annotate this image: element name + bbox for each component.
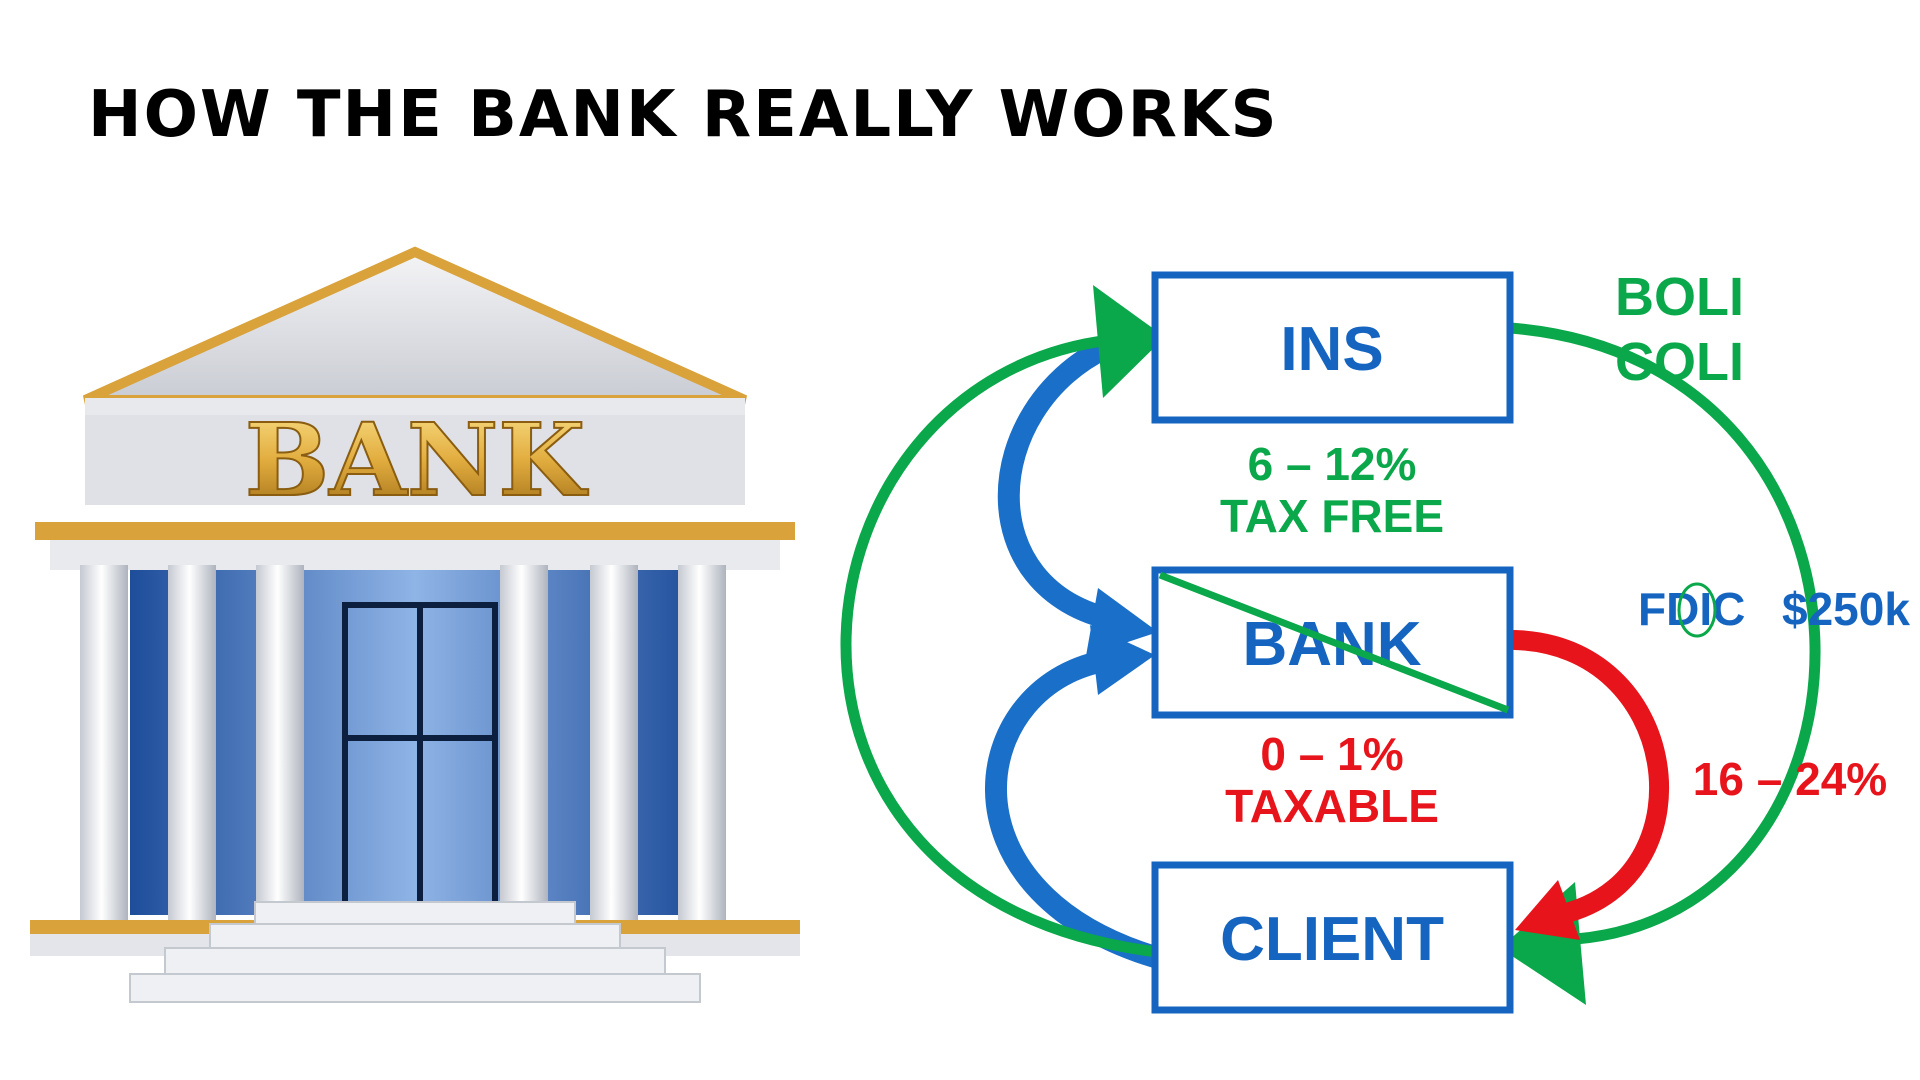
loan-rate-label: 16 – 24%: [1693, 753, 1887, 805]
attic-band: [85, 415, 745, 505]
node-bank: BANK: [1151, 566, 1514, 719]
bank-strike-line: [1158, 571, 1510, 714]
fdic-label: FDIC: [1638, 583, 1745, 635]
node-ins: INS: [1151, 271, 1514, 424]
page-title: HOW THE BANK REALLY WORKS: [88, 78, 1279, 152]
bank-to-client-arrow: [1505, 630, 1669, 940]
money-flow-diagram: INS BANK CLIENT 6 – 12% TAX FREE 0 – 1% …: [840, 267, 1910, 1014]
bank-tax-label: TAXABLE: [1225, 780, 1439, 832]
client-to-bank-arrow: [985, 625, 1169, 969]
entablature: [50, 540, 780, 570]
bank-sign: BANK: [245, 401, 589, 519]
node-client: CLIENT: [1151, 861, 1514, 1014]
client-to-ins-arrow: [840, 285, 1165, 958]
ins-tax-label: TAX FREE: [1220, 490, 1444, 542]
node-ins-label: INS: [1280, 315, 1383, 384]
roof-pediment: [82, 246, 748, 405]
bank-rate-label: 0 – 1%: [1260, 728, 1403, 780]
node-client-label: CLIENT: [1220, 905, 1444, 974]
fdic-ring: [1677, 582, 1717, 638]
ins-to-bank-arrow: [997, 337, 1158, 656]
entrance-steps: [129, 901, 701, 1003]
ins-rate-label: 6 – 12%: [1248, 438, 1417, 490]
boli-label: BOLI: [1615, 267, 1744, 327]
bank-building-illustration: BANK: [30, 246, 800, 1003]
roof-beam: [85, 398, 745, 418]
gold-cornice: [35, 522, 795, 540]
coli-label: COLI: [1615, 332, 1744, 392]
fdic-limit-label: $250k: [1782, 583, 1910, 635]
columns: [80, 565, 726, 925]
